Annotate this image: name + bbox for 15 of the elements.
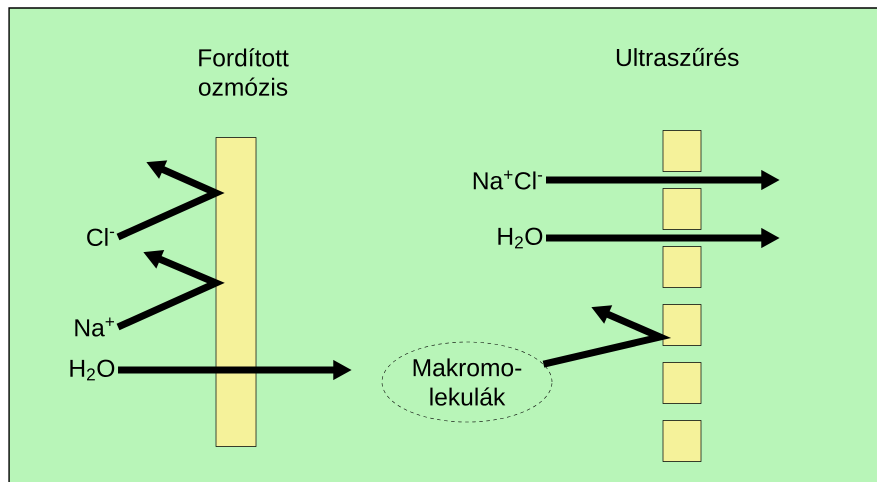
ion-label: Na$^{+}$Cl$^{-}$	[474, 170, 542, 190]
ion-label: Na$^{+}$	[75, 318, 114, 336]
ion-label: H$_{2}$O	[498, 228, 542, 248]
membrane-block	[662, 130, 702, 172]
arrow	[116, 250, 225, 330]
ion-label: Cl$^{-}$	[87, 228, 114, 246]
section-heading: Ultraszűrés	[616, 48, 738, 66]
membrane-block	[662, 420, 702, 462]
membrane-block	[662, 188, 702, 230]
membrane-bar	[216, 137, 256, 447]
ion-label: H$_{2}$O	[70, 360, 114, 380]
membrane-block	[662, 362, 702, 404]
membrane-block	[662, 304, 702, 346]
membrane-block	[662, 246, 702, 288]
section-heading: Fordított ozmózis	[198, 48, 289, 96]
